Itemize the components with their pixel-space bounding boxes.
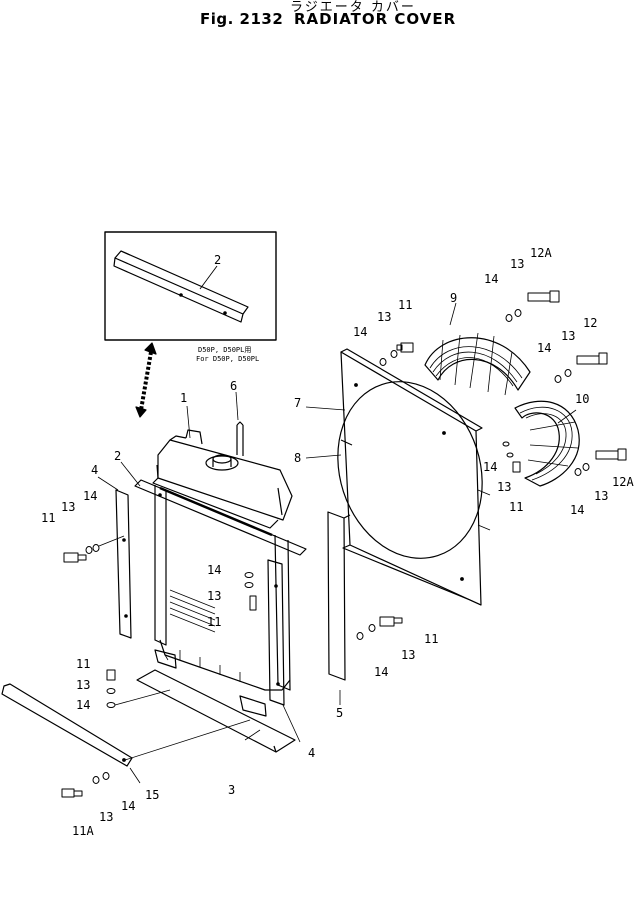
callout-11-center: 11 [207, 615, 221, 629]
callout-13-mid: 13 [561, 329, 575, 343]
callout-11A: 11A [72, 824, 94, 838]
fan-guard-9 [424, 332, 531, 396]
callout-9: 9 [450, 291, 457, 305]
radiator-assembly [152, 421, 293, 717]
callout-13-bottom: 13 [99, 810, 113, 824]
side-cover-right [267, 559, 285, 706]
callout-15: 15 [145, 788, 159, 802]
callout-11-shroud-top: 11 [398, 298, 412, 312]
callout-7: 7 [294, 396, 301, 410]
callout-13-top: 13 [510, 257, 524, 271]
callout-14-top: 14 [484, 272, 498, 286]
callout-12A-top: 12A [530, 246, 552, 260]
callout-labels: 2 1 6 2 4 7 8 9 10 5 4 3 15 11 13 14 14 … [41, 246, 634, 838]
callout-13-guard: 13 [497, 480, 511, 494]
callout-14-right: 14 [570, 503, 584, 517]
figure-number: Fig. 2132 [200, 10, 284, 28]
callout-4-left: 4 [91, 463, 98, 477]
callout-12: 12 [583, 316, 597, 330]
callout-13-lower: 13 [76, 678, 90, 692]
callout-10: 10 [575, 392, 589, 406]
callout-11-lower: 11 [76, 657, 90, 671]
callout-11-shroud-low: 11 [424, 632, 438, 646]
callout-8: 8 [294, 451, 301, 465]
inset-leader-arrow [135, 342, 157, 418]
callout-11-left: 11 [41, 511, 55, 525]
fan-shroud [337, 348, 491, 606]
callout-14-shroud-top: 14 [353, 325, 367, 339]
figure-title: RADIATOR COVER [294, 10, 457, 28]
callout-11-guard: 11 [509, 500, 523, 514]
callout-4-right: 4 [308, 746, 315, 760]
callout-6: 6 [230, 379, 237, 393]
top-angle-bar [134, 479, 307, 556]
callout-14-bottom: 14 [121, 799, 135, 813]
inset-note-en: For D50P, D50PL [196, 355, 259, 363]
callout-12A-right: 12A [612, 475, 634, 489]
inset-note-jp: D50P, D50PL用 [198, 346, 251, 354]
callout-1: 1 [180, 391, 187, 405]
side-plate-5 [327, 511, 351, 681]
callout-14-shroud-low: 14 [374, 665, 388, 679]
callout-13-shroud-low: 13 [401, 648, 415, 662]
callout-13-right: 13 [594, 489, 608, 503]
callout-14-lower: 14 [76, 698, 90, 712]
callout-5: 5 [336, 706, 343, 720]
callout-14-mid: 14 [537, 341, 551, 355]
callout-13-center: 13 [207, 589, 221, 603]
callout-2: 2 [114, 449, 121, 463]
side-cover-left [115, 489, 132, 639]
hardware [61, 290, 627, 798]
callout-13-shroud-top: 13 [377, 310, 391, 324]
callout-14-center: 14 [207, 563, 221, 577]
callout-14-guard: 14 [483, 460, 497, 474]
callout-13-left: 13 [61, 500, 75, 514]
title-japanese: ラジエータ カバー [290, 0, 416, 15]
fan-guard-10 [514, 400, 580, 487]
bottom-skirt-3 [136, 669, 296, 753]
callout-14-left: 14 [83, 489, 97, 503]
leader-lines [97, 302, 577, 784]
inset-detail [104, 231, 277, 341]
callout-3: 3 [228, 783, 235, 797]
bottom-bar-15 [1, 683, 133, 767]
callout-2-inset: 2 [214, 253, 221, 267]
